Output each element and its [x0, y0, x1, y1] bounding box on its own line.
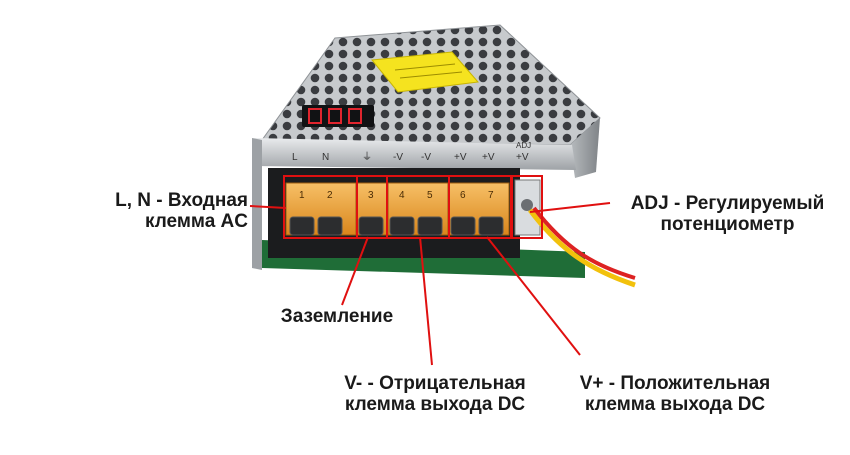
terminal-number: 5 [427, 190, 433, 201]
terminal-marking: +V [454, 152, 467, 163]
terminal-number: 3 [368, 190, 374, 201]
label-dc-negative: V- - Отрицательная клемма выхода DC [344, 373, 526, 415]
terminal-number: 1 [299, 190, 305, 201]
terminal-markings: L N ⏚ -V -V +V +V +V ADJ [292, 141, 531, 163]
terminal-number: 4 [399, 190, 405, 201]
label-ground: Заземление [280, 306, 394, 327]
terminal-number: 2 [327, 190, 333, 201]
adj-marking: ADJ [516, 141, 531, 150]
terminal-marking: +V [516, 152, 529, 163]
terminal-numbers: 1 2 3 4 5 6 7 [299, 190, 494, 201]
warning-sticker [371, 51, 479, 93]
label-ac-input: L, N - Входная клемма AC [115, 190, 248, 232]
terminal-number: 7 [488, 190, 494, 201]
terminal-marking: -V [393, 152, 403, 163]
terminal-marking: ⏚ [362, 151, 372, 163]
case-left-side [252, 138, 262, 270]
terminal-marking: L [292, 152, 298, 163]
led-digits [308, 108, 362, 124]
terminal-marking: N [322, 152, 329, 163]
yellow-wire [528, 208, 636, 288]
label-dc-positive: V+ - Положительная клемма выхода DC [579, 373, 771, 415]
red-wire [532, 206, 636, 280]
terminal-screws [289, 216, 504, 236]
terminal-marking: -V [421, 152, 431, 163]
label-adj-potentiometer: ADJ - Регулируемый потенциометр [630, 193, 825, 235]
terminal-number: 6 [460, 190, 466, 201]
case-front-plate [252, 138, 576, 170]
terminal-marking: +V [482, 152, 495, 163]
case-side-wall [570, 118, 600, 178]
callout-lines [249, 202, 611, 366]
